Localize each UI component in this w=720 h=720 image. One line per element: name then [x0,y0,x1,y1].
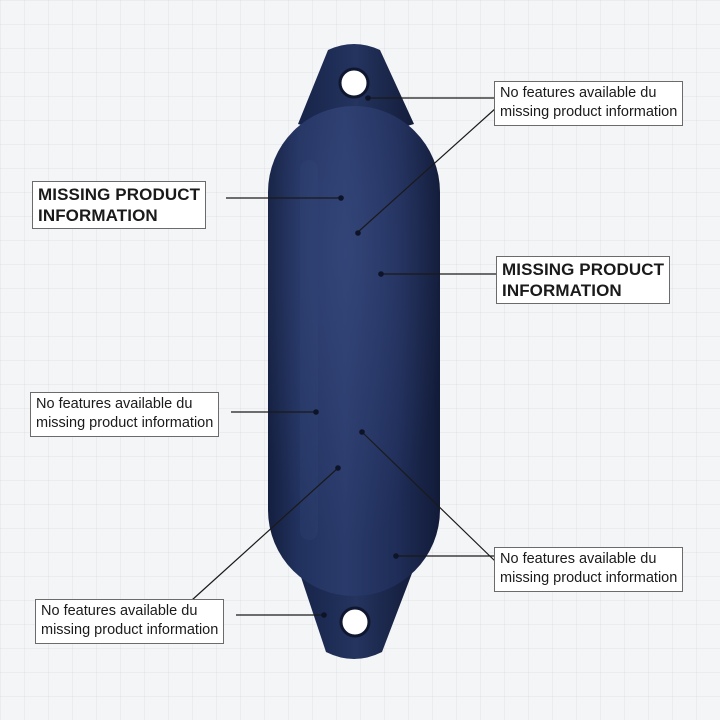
callout-middle-right: MISSING PRODUCT INFORMATION [496,256,671,304]
leader-line-bottom-left-diagonal [191,467,339,601]
callout-line: missing product information [500,104,678,120]
marker-dot [359,429,365,435]
marker-dot [355,230,361,236]
marker-dot [365,95,371,101]
callout-line: INFORMATION [38,206,158,225]
marker-dot [313,409,319,415]
leader-line-top-right-diagonal [357,107,497,233]
callout-top-right: No features available du missing product… [494,81,684,126]
marker-dot [321,612,327,618]
callout-line: No features available du [500,551,657,567]
callout-upper-left: MISSING PRODUCT INFORMATION [32,181,207,229]
callout-lower-right: No features available du missing product… [494,547,684,592]
callout-line: missing product information [41,622,219,638]
callout-line: MISSING PRODUCT [502,260,665,279]
callout-line: No features available du [41,603,198,619]
leader-line-lower-right-diagonal [361,431,497,563]
leader-lines [191,97,497,616]
fender-body [268,106,440,596]
marker-dot [338,195,344,201]
callout-middle-left: No features available du missing product… [30,392,220,437]
marker-dot [335,465,341,471]
marker-dot [393,553,399,559]
callout-markers [313,95,399,618]
callout-line: missing product information [36,415,214,431]
callout-line: missing product information [500,570,678,586]
callout-bottom-left: No features available du missing product… [35,599,225,644]
callout-line: INFORMATION [502,281,622,300]
marker-dot [378,271,384,277]
callout-line: No features available du [36,396,193,412]
callout-line: MISSING PRODUCT [38,185,201,204]
callout-line: No features available du [500,85,657,101]
